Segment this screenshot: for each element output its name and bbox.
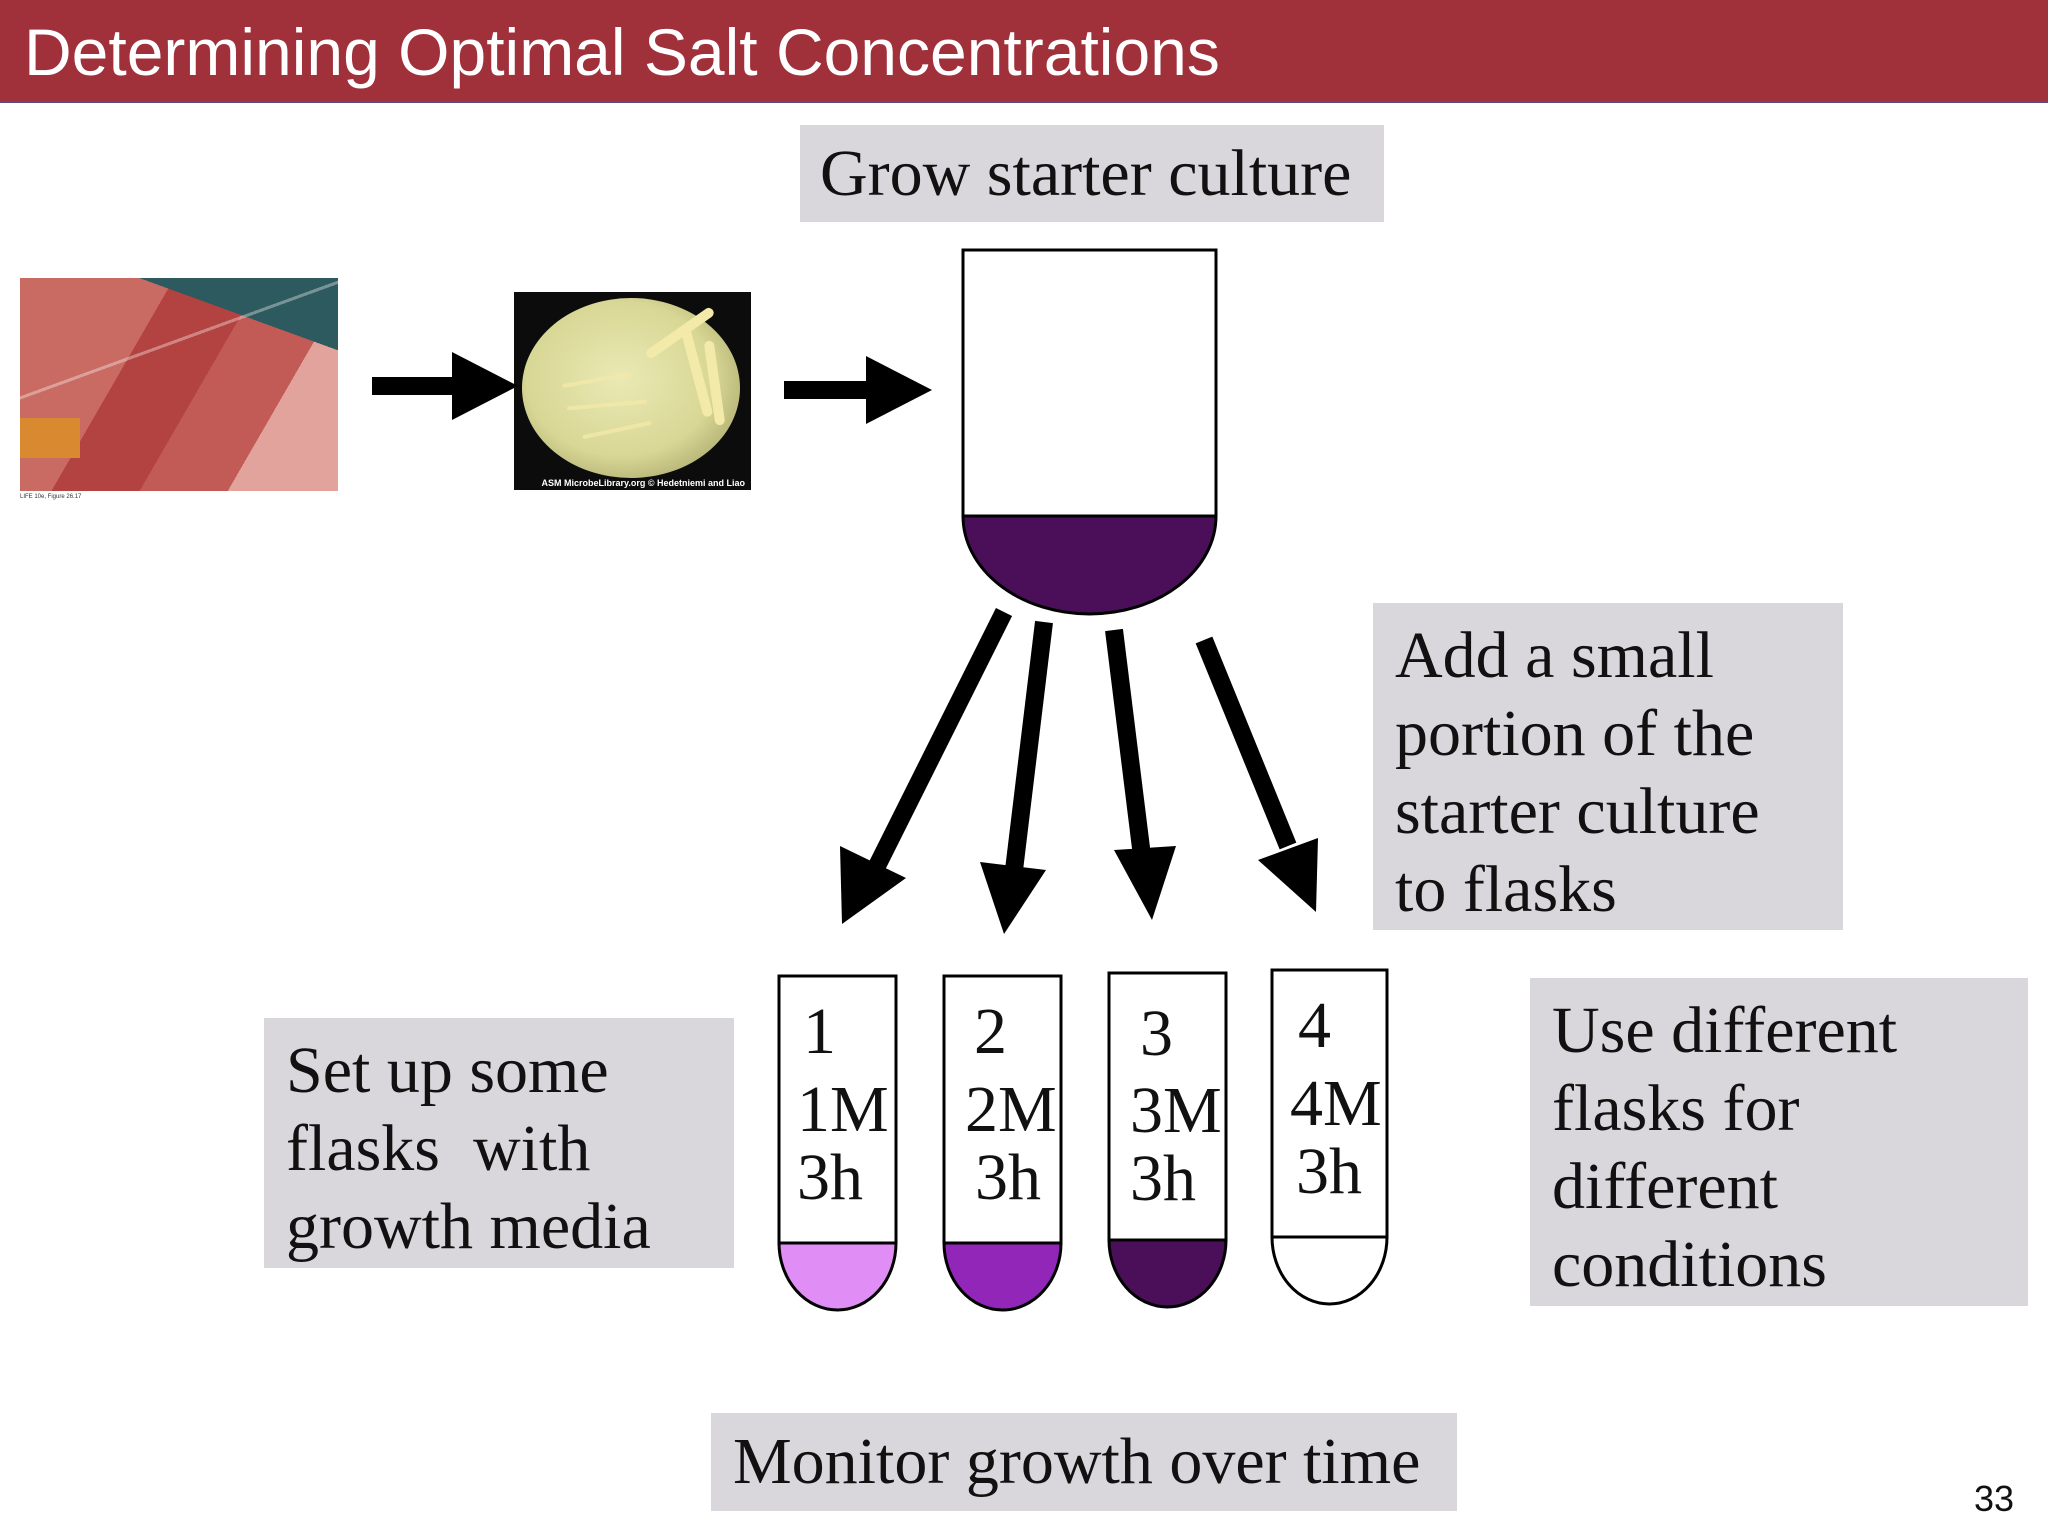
- title-bar: Determining Optimal Salt Concentrations: [0, 0, 2048, 103]
- flask-3-liquid: [1107, 1238, 1228, 1309]
- flask-time: 3h: [1296, 1135, 1362, 1208]
- flask-time: 3h: [1130, 1142, 1196, 1215]
- flask-4-liquid: [1270, 1235, 1389, 1306]
- arrow-to-flask-3-icon: [1105, 628, 1176, 920]
- box-text: to flasks: [1395, 853, 1617, 926]
- slide-number: 33: [1974, 1478, 2015, 1519]
- box-text: flasks for: [1552, 1072, 1800, 1145]
- petri-dish-photo: ASM MicrobeLibrary.org © Hedetniemi and …: [514, 292, 751, 490]
- flask-2: [942, 974, 1063, 1312]
- flask-concentration: 4M: [1290, 1067, 1382, 1140]
- flask-number: 4: [1298, 989, 1331, 1062]
- flask-number: 3: [1140, 997, 1173, 1070]
- salt-pond-patch: [20, 418, 80, 458]
- arrow-right-icon: [784, 356, 932, 424]
- arrow-right-icon: [372, 352, 518, 420]
- salt-ponds-photo: [20, 278, 338, 491]
- petri-dish-agar: [522, 298, 740, 478]
- flask-concentration: 1M: [797, 1073, 889, 1146]
- flask-1: [777, 974, 898, 1312]
- arrow-to-flask-1-icon: [840, 607, 1013, 924]
- box-text: growth media: [286, 1190, 651, 1263]
- box-text: Use different: [1552, 994, 1898, 1067]
- flask-body: [1270, 968, 1389, 1239]
- setup-flasks-box: Set up some flasks with growth media: [264, 1018, 734, 1268]
- slide-title: Determining Optimal Salt Concentrations: [24, 15, 1220, 89]
- flask-time: 3h: [975, 1141, 1041, 1214]
- monitor-growth-box: Monitor growth over time: [711, 1413, 1457, 1511]
- flask-1-liquid: [777, 1241, 898, 1312]
- box-text: conditions: [1552, 1228, 1827, 1301]
- flask-number: 2: [974, 995, 1007, 1068]
- flask-3-label: 3: [1140, 1000, 1173, 1068]
- flask-4-label: 4: [1298, 992, 1331, 1060]
- starter-flask-liquid: [961, 514, 1218, 616]
- flask-body: [1107, 971, 1228, 1242]
- flask-2-label: 2: [974, 998, 1007, 1066]
- box-text: Grow starter culture: [820, 137, 1352, 210]
- flask-4-label: 4M 3h: [1290, 1070, 1382, 1206]
- starter-flask-body: [961, 248, 1218, 518]
- box-text: flasks with: [286, 1112, 591, 1185]
- flask-2-liquid: [942, 1241, 1063, 1312]
- flask-time: 3h: [797, 1141, 863, 1214]
- flask-concentration: 3M: [1130, 1074, 1222, 1147]
- flask-concentration: 2M: [965, 1073, 1057, 1146]
- box-text: starter culture: [1395, 775, 1760, 848]
- box-text: different: [1552, 1150, 1779, 1223]
- box-text: Add a small: [1395, 619, 1714, 692]
- flask-3: [1107, 971, 1228, 1309]
- flask-body: [942, 974, 1063, 1245]
- flask-1-label: 1M 3h: [797, 1076, 889, 1212]
- salt-ponds-caption: LIFE 10e, Figure 26.17: [20, 494, 82, 500]
- flask-3-label: 3M 3h: [1130, 1077, 1222, 1213]
- arrow-to-flask-4-icon: [1195, 636, 1318, 912]
- box-text: portion of the: [1395, 697, 1755, 770]
- flask-4: [1270, 968, 1389, 1306]
- flask-body: [777, 974, 898, 1245]
- box-text: Set up some: [286, 1034, 609, 1107]
- use-different-flasks-box: Use different flasks for different condi…: [1530, 978, 2028, 1306]
- box-text: Monitor growth over time: [733, 1425, 1421, 1498]
- flask-number: 1: [803, 995, 836, 1068]
- add-starter-culture-box: Add a small portion of the starter cultu…: [1373, 603, 1843, 930]
- starter-culture-flask: [961, 248, 1218, 616]
- grow-starter-culture-box: Grow starter culture: [800, 125, 1384, 222]
- petri-dish-caption: ASM MicrobeLibrary.org © Hedetniemi and …: [541, 478, 746, 488]
- flask-1-label: 1: [803, 998, 836, 1066]
- flask-2-label: 2M 3h: [965, 1076, 1057, 1212]
- arrow-to-flask-2-icon: [980, 620, 1053, 934]
